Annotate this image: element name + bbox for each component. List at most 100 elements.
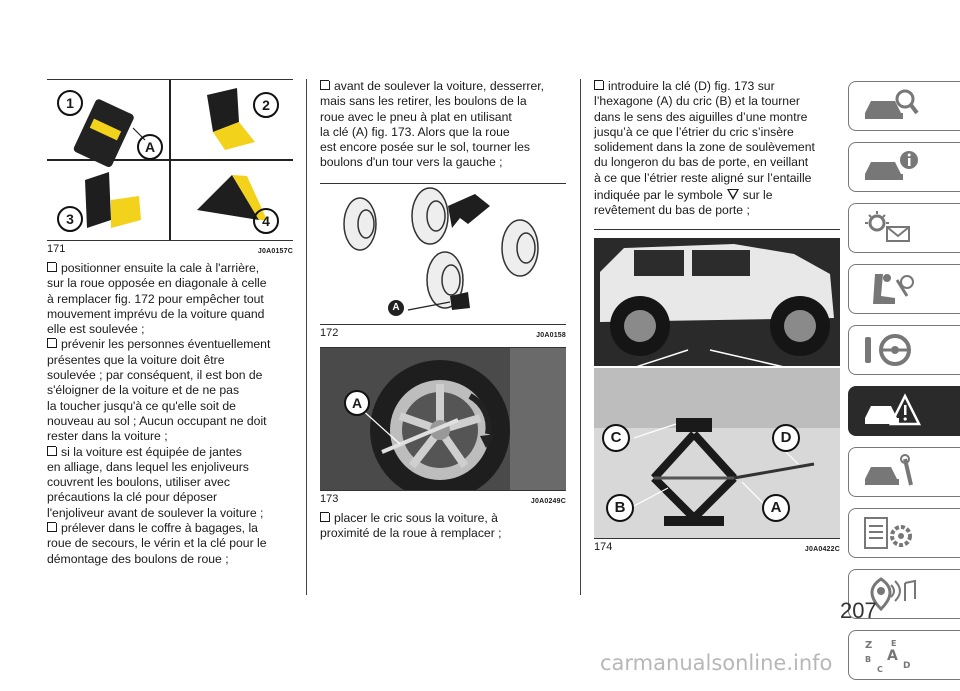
callout-b: B: [606, 493, 634, 522]
text-line: s'éloigner de la voiture et de ne pas: [47, 383, 240, 398]
text-line: nouveau au sol ; Aucun occupant ne doit: [47, 413, 267, 428]
figure-code: J0A0422C: [804, 545, 840, 553]
checkbox-bullet-icon: [320, 78, 332, 90]
bullet-item: prélever dans le coffre à bagages, la: [47, 520, 293, 536]
figure-174: C D B A: [594, 237, 840, 538]
callout-a: A: [344, 389, 370, 416]
figure-code: J0A0157C: [257, 248, 293, 255]
bullet-item: prévenir les personnes éventuellement: [47, 336, 293, 352]
checkbox-bullet-icon: [47, 443, 59, 456]
text-line: boulons d'un tour vers la gauche ;: [320, 155, 503, 170]
bullet-item: placer le cric sous la voiture, à: [320, 509, 566, 526]
bullet-item: positionner ensuite la cale à l'arrière,: [47, 260, 293, 276]
text-line: mouvement imprévu de la voiture quand: [47, 306, 265, 321]
callout-a: A: [762, 493, 790, 522]
watermark: carmanualsonline.info: [600, 651, 833, 675]
text-line: à ce que l’étrier reste aligné sur l’ent…: [594, 170, 812, 185]
page-number: 207: [840, 598, 877, 623]
text-line: la clé (A) fig. 173. Alors que la roue: [320, 124, 510, 139]
callout-c: C: [602, 423, 630, 452]
callout-4: 4: [253, 208, 279, 234]
text-line: à remplacer fig. 172 pour empêcher tout: [47, 291, 264, 306]
text-line: elle est soulevée ;: [47, 322, 145, 337]
tab-car-info[interactable]: [848, 142, 960, 192]
figure-top-rule: [47, 79, 293, 80]
jack-placement-photo: [594, 237, 840, 538]
car-info-icon: [865, 151, 918, 180]
tab-warning-lights[interactable]: [848, 203, 960, 253]
svg-text:Z: Z: [865, 640, 872, 651]
text-line: proximité de la roue à remplacer ;: [320, 526, 502, 541]
tab-multimedia[interactable]: [848, 569, 960, 619]
text-line: mais sans les retirer, les boulons de la: [320, 94, 527, 109]
caption-rule: [320, 323, 566, 325]
checkbox-bullet-icon: [47, 260, 59, 272]
bullet-item: introduire la clé (D) fig. 173 sur: [594, 78, 840, 94]
svg-text:D: D: [903, 661, 910, 671]
warning-lights-icon: [865, 211, 910, 242]
figure-code: J0A0249C: [530, 497, 566, 505]
figure-number: 171: [47, 243, 66, 255]
text-line: dans le sens des aiguilles d’une montre: [594, 109, 808, 124]
text-line: du longeron du bas de porte, en veillant: [594, 155, 809, 170]
checkbox-bullet-icon: [47, 336, 59, 349]
bullet-item: si la voiture est équipée de jantes: [47, 443, 293, 460]
svg-text:C: C: [877, 665, 883, 674]
figure-top-rule: [320, 346, 566, 348]
bullet-item: avant de soulever la voiture, desserrer,: [320, 78, 566, 94]
figure-number: 172: [320, 326, 339, 339]
figure-number: 173: [320, 492, 339, 505]
car-emergency-icon: [865, 393, 921, 426]
figure-number: 174: [594, 540, 613, 553]
column-divider: [306, 79, 307, 595]
text-line: soulevée ; par conséquent, il est bon de: [47, 368, 263, 383]
loosen-bolts-photo: [320, 347, 566, 490]
car-maintenance-icon: [865, 454, 913, 486]
figure-caption: 172 J0A0158: [320, 327, 566, 339]
text-line: revêtement du bas de porte ;: [594, 203, 750, 218]
figure-code: J0A0158: [536, 331, 566, 339]
column-1: 1 2 3 4 A 171 J0A0157C positionner ensui…: [47, 79, 293, 567]
wheel-chock-illustration: [47, 80, 293, 240]
text-line: roue avec le pneu à plat en utilisant: [320, 109, 512, 124]
svg-text:E: E: [891, 639, 896, 648]
tab-specs[interactable]: [848, 508, 960, 558]
text-line: rester dans la voiture ;: [47, 429, 168, 444]
column-divider: [580, 79, 581, 595]
tab-car-search[interactable]: [848, 81, 960, 131]
figure-173: A: [320, 347, 566, 490]
callout-1: 1: [57, 90, 83, 116]
text-line: en alliage, dans lequel les enjoliveurs: [47, 459, 249, 474]
arrow-icon: [448, 193, 490, 228]
callout-3: 3: [57, 206, 83, 232]
tab-maintenance[interactable]: [848, 447, 960, 497]
text-line: précautions la clé pour déposer: [47, 490, 218, 505]
figure-caption: 174 J0A0422C: [594, 541, 840, 553]
text-line: démontage des boulons de roue ;: [47, 551, 229, 566]
callout-a: A: [137, 134, 163, 160]
tab-emergency[interactable]: [848, 386, 960, 436]
column-2: avant de soulever la voiture, desserrer,…: [320, 78, 566, 541]
tab-seat-safety[interactable]: [848, 264, 960, 314]
specs-gear-icon: [864, 517, 912, 549]
tab-steering-wheel[interactable]: [848, 325, 960, 375]
notch-triangle-icon: [726, 189, 739, 201]
figure-caption: 171 J0A0157C: [47, 243, 293, 255]
callout-a: A: [388, 299, 404, 316]
text-line: est encore posée sur le sol, tourner les: [320, 140, 531, 155]
text-line: l'enjoliveur avant de soulever la voitur…: [47, 505, 264, 520]
caption-rule: [594, 537, 840, 539]
checkbox-bullet-icon: [320, 509, 332, 522]
caption-rule: [47, 240, 293, 241]
callout-2: 2: [253, 92, 279, 118]
text-line: solidement dans la zone de soulèvement: [594, 140, 815, 155]
caption-rule: [320, 489, 566, 491]
text-line: la toucher jusqu'à ce qu'elle soit de: [47, 398, 236, 413]
text-line: l’hexagone (A) du cric (B) et la tourner: [594, 94, 800, 109]
figure-171: 1 2 3 4 A: [47, 80, 293, 240]
multimedia-icon: [870, 577, 916, 612]
svg-text:B: B: [865, 655, 871, 664]
